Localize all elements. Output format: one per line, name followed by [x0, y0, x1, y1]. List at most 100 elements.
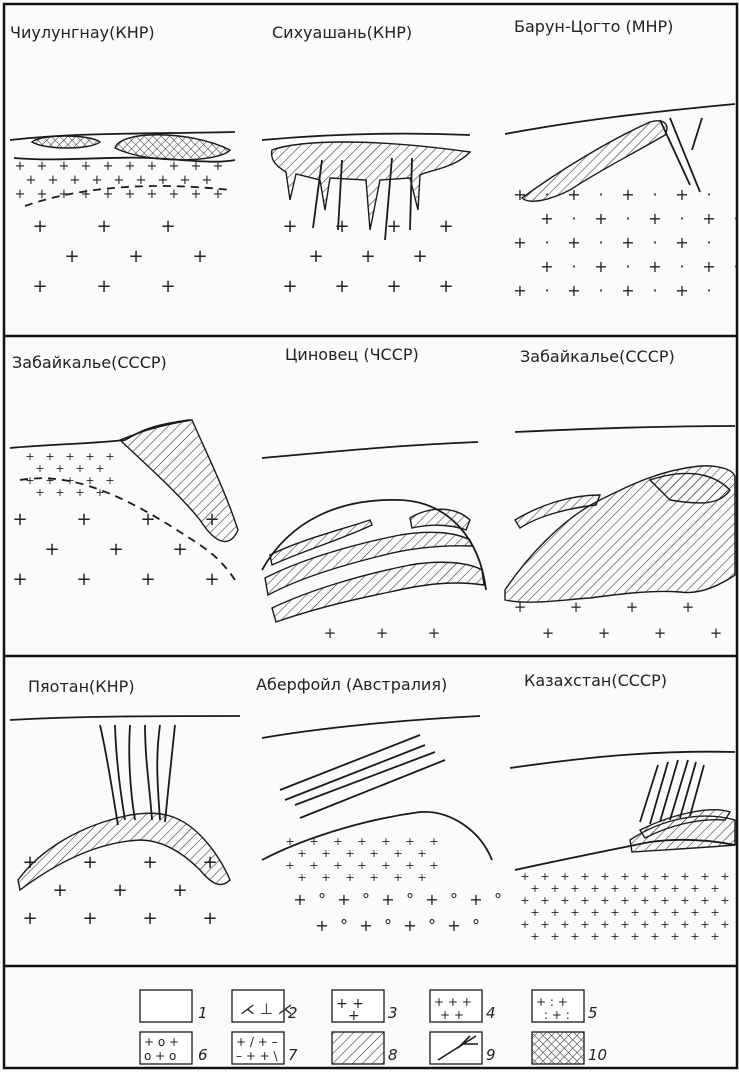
granite-symbol: +	[12, 569, 27, 590]
granite-dot: ·	[652, 185, 657, 204]
granite-symbol: +	[660, 894, 669, 907]
granite-symbol: +	[114, 173, 125, 188]
granite-symbol: +	[192, 246, 207, 267]
legend-symbol-granite-coarse-2: +	[348, 1008, 360, 1024]
granite-symbol: +	[147, 187, 158, 202]
granite-symbol: +	[59, 187, 70, 202]
granite-symbol: +	[337, 890, 350, 909]
legend-symbol-granite-fine: + + +	[434, 995, 472, 1009]
granite-symbol: +	[25, 474, 34, 487]
granite-symbol: +	[393, 871, 402, 884]
granite-symbol: +	[85, 450, 94, 463]
granite-symbol: +	[590, 906, 599, 919]
granite-symbol: +	[37, 187, 48, 202]
granite-symbol: +	[333, 835, 342, 848]
granite-dot: °	[340, 916, 348, 935]
granite-dot: ·	[679, 209, 684, 228]
granite-symbol: +	[297, 847, 306, 860]
legend-item-7: + / + – – + + \ 7	[232, 1032, 298, 1064]
granite-symbol: +	[710, 882, 719, 895]
granite-symbol: +	[381, 835, 390, 848]
granite-symbol: +	[640, 918, 649, 931]
legend-num-5: 5	[588, 1004, 598, 1022]
granite-symbol: +	[428, 624, 441, 642]
legend-item-3: + + + 3	[332, 990, 398, 1024]
granite-symbol: +	[620, 894, 629, 907]
granite-symbol: +	[52, 880, 67, 901]
granite-symbol: +	[386, 216, 401, 237]
granite-symbols-p8: +°+°+°+°+°+°+°+°+°++++++++++++++++++++++…	[285, 835, 502, 935]
granite-symbol: +	[140, 509, 155, 530]
granite-symbol: +	[540, 257, 553, 276]
granite-symbol: +	[105, 474, 114, 487]
granite-symbol: +	[675, 185, 688, 204]
granite-symbol: +	[412, 246, 427, 267]
legend-item-10: 10	[532, 1032, 607, 1064]
granite-symbol: +	[59, 159, 70, 174]
granite-symbol: +	[720, 894, 729, 907]
granite-symbol: +	[702, 209, 715, 228]
granite-symbol: +	[514, 598, 527, 616]
granite-symbol: +	[429, 835, 438, 848]
granite-symbol: +	[580, 894, 589, 907]
granite-dot: °	[362, 890, 370, 909]
granite-symbol: +	[700, 894, 709, 907]
granite-symbol: +	[520, 894, 529, 907]
granite-symbol: +	[429, 859, 438, 872]
section-p2: +++++++++++	[262, 134, 470, 297]
granite-symbol: +	[70, 173, 81, 188]
granite-symbols-p3: +·+·+·+·+·+·+·+·+·+·+·+·+·+·+·+·+·+·+·+·	[513, 185, 738, 300]
granite-symbol: +	[650, 930, 659, 943]
granite-symbol: +	[594, 209, 607, 228]
legend-num-1: 1	[198, 1004, 208, 1022]
granite-symbol: +	[550, 882, 559, 895]
panel-title-p1: Чиулунгнау(КНР)	[10, 23, 155, 42]
legend-symbol-hatched-ore	[332, 1032, 384, 1064]
granite-symbols-p9: ++++++++++++++++++++++++++++++++++++++++…	[520, 870, 729, 943]
granite-symbol: +	[720, 870, 729, 883]
granite-symbol: +	[710, 906, 719, 919]
granite-symbol: +	[75, 462, 84, 475]
legend-symbol-granite-circles-2: o + o	[144, 1049, 176, 1063]
granite-symbol: +	[550, 906, 559, 919]
granite-symbol: +	[35, 486, 44, 499]
granite-symbol: +	[438, 216, 453, 237]
granite-symbol: +	[570, 930, 579, 943]
granite-dot: ·	[679, 257, 684, 276]
granite-symbol: +	[447, 916, 460, 935]
granite-symbol: +	[702, 257, 715, 276]
granite-symbol: +	[85, 474, 94, 487]
granite-symbol: +	[103, 187, 114, 202]
legend-symbol-cross-hatched	[532, 1032, 584, 1064]
granite-symbol: +	[32, 216, 47, 237]
granite-symbol: +	[202, 852, 217, 873]
granite-symbol: +	[92, 173, 103, 188]
section-p3: +·+·+·+·+·+·+·+·+·+·+·+·+·+·+·+·+·+·+·+·	[505, 104, 739, 300]
granite-symbol: +	[621, 233, 634, 252]
granite-symbol: +	[550, 930, 559, 943]
granite-dot: ·	[625, 257, 630, 276]
granite-symbol: +	[142, 908, 157, 929]
granite-symbol: +	[594, 257, 607, 276]
granite-dot: ·	[544, 233, 549, 252]
granite-symbol: +	[158, 173, 169, 188]
granite-dot: ·	[706, 281, 711, 300]
granite-symbol: +	[15, 159, 26, 174]
granite-dot: ·	[625, 209, 630, 228]
granite-symbol: +	[540, 918, 549, 931]
granite-symbol: +	[136, 173, 147, 188]
section-p6: ++++++++	[505, 426, 735, 642]
granite-symbol: +	[542, 624, 555, 642]
granite-symbol: +	[103, 159, 114, 174]
granite-symbol: +	[675, 281, 688, 300]
granite-symbol: +	[700, 918, 709, 931]
granite-symbol: +	[567, 233, 580, 252]
section-p9: ++++++++++++++++++++++++++++++++++++++++…	[510, 752, 735, 943]
granite-symbol: +	[540, 209, 553, 228]
granite-symbol: +	[560, 918, 569, 931]
granite-symbol: +	[648, 257, 661, 276]
granite-symbol: +	[45, 450, 54, 463]
granite-symbol: +	[660, 918, 669, 931]
legend-num-6: 6	[198, 1046, 208, 1064]
